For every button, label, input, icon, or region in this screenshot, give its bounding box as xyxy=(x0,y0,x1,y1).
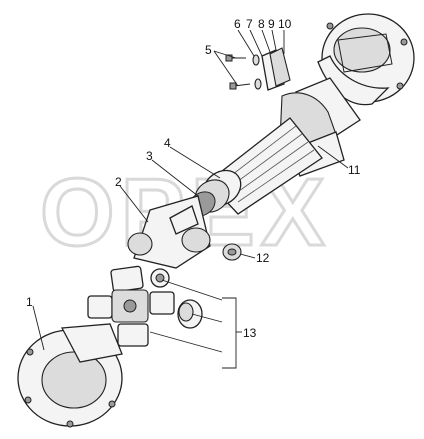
grease-cap xyxy=(222,243,242,261)
lower-flange xyxy=(17,323,123,428)
bearing-cup xyxy=(150,268,203,329)
universal-joint-cross xyxy=(87,265,175,347)
middle-seal-rings xyxy=(188,169,242,217)
callout-2: 2 xyxy=(115,175,122,189)
callout-1: 1 xyxy=(26,295,33,309)
callout-10: 10 xyxy=(278,17,292,31)
leader-lines xyxy=(32,29,349,369)
callout-labels: 1 2 3 4 5 6 7 8 9 10 11 12 13 xyxy=(26,17,361,340)
lower-yoke xyxy=(127,195,211,269)
callout-7: 7 xyxy=(246,17,253,31)
callout-6: 6 xyxy=(234,17,241,31)
callout-3: 3 xyxy=(146,149,153,163)
callout-9: 9 xyxy=(268,17,275,31)
callout-5: 5 xyxy=(205,43,212,57)
callout-8: 8 xyxy=(258,17,265,31)
callout-12: 12 xyxy=(256,251,270,265)
small-fasteners xyxy=(225,47,291,91)
callout-4: 4 xyxy=(164,136,171,150)
callout-11: 11 xyxy=(348,163,361,177)
callout-13: 13 xyxy=(243,326,257,340)
